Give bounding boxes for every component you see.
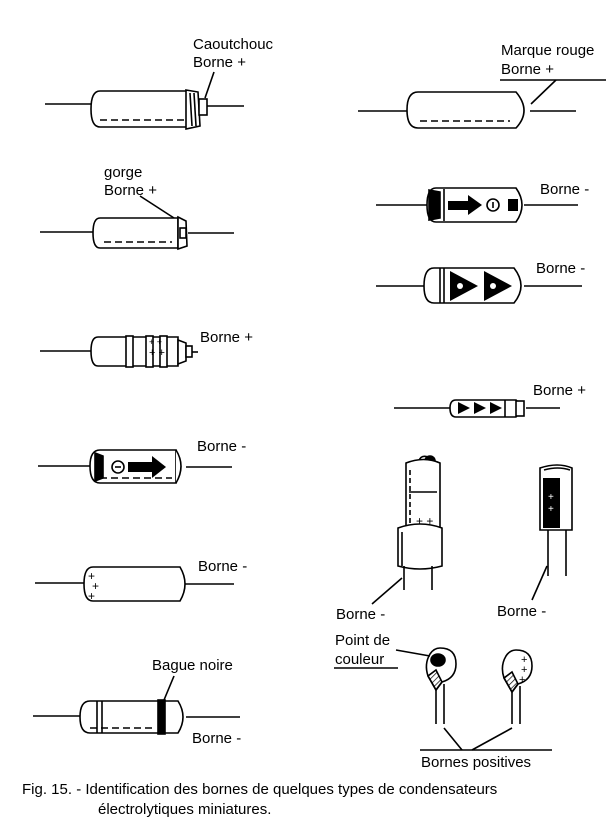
capacitor-2 — [40, 195, 234, 251]
capacitor-6 — [33, 675, 240, 735]
svg-text:+: + — [521, 664, 527, 676]
label-r1-borne: Borne + — [501, 61, 554, 78]
capacitor-r2 — [376, 187, 578, 223]
label-c6-borne: Borne - — [192, 730, 242, 747]
capacitor-4 — [38, 449, 232, 484]
figure-caption-line1: Fig. 15. - Identification des bornes de … — [22, 781, 498, 798]
label-c5-borne: Borne - — [198, 558, 248, 575]
tantalum-drop-left — [395, 647, 457, 724]
label-c2-borne: Borne + — [104, 182, 157, 199]
capacitor-3 — [40, 335, 198, 368]
label-r4-borne: Borne + — [533, 382, 586, 399]
svg-text:+: + — [92, 579, 99, 593]
label-bornes-positives: Bornes positives — [421, 754, 532, 771]
label-point-de: Point de — [335, 632, 391, 649]
svg-text:+ +: + + — [149, 347, 165, 359]
tantalum-drop-right — [501, 649, 533, 724]
svg-text:+: + — [88, 589, 95, 603]
label-r3-borne: Borne - — [536, 260, 586, 277]
svg-text:+ +: + + — [416, 514, 433, 528]
capacitor-r1 — [358, 79, 576, 129]
label-gorge: gorge — [104, 164, 143, 181]
capacitor-r5 — [371, 455, 443, 605]
label-bague-noire: Bague noire — [152, 657, 233, 674]
label-caoutchouc: Caoutchouc — [193, 36, 274, 53]
capacitor-r3 — [376, 267, 582, 304]
capacitor-5 — [35, 566, 234, 602]
capacitor-r4 — [394, 399, 560, 418]
label-r2-borne: Borne - — [540, 181, 590, 198]
capacitor-r6 — [531, 464, 573, 601]
label-c4-borne: Borne - — [197, 438, 247, 455]
figure-caption-line2: électrolytiques miniatures. — [98, 801, 272, 818]
label-couleur: couleur — [335, 651, 385, 668]
svg-text:+: + — [519, 674, 525, 686]
svg-text:+: + — [548, 492, 554, 503]
bornes-positives-leader — [420, 727, 552, 751]
svg-text:+ +: + + — [149, 337, 162, 347]
svg-text:+: + — [521, 654, 527, 666]
label-c3-borne: Borne + — [200, 329, 253, 346]
label-r6-borne: Borne - — [497, 603, 547, 620]
label-marque-rouge: Marque rouge — [501, 42, 595, 59]
capacitor-1 — [45, 71, 244, 130]
svg-text:+: + — [88, 569, 95, 583]
label-r5-borne: Borne - — [336, 606, 386, 623]
svg-text:+: + — [548, 504, 554, 515]
label-c1-borne: Borne + — [193, 54, 246, 71]
